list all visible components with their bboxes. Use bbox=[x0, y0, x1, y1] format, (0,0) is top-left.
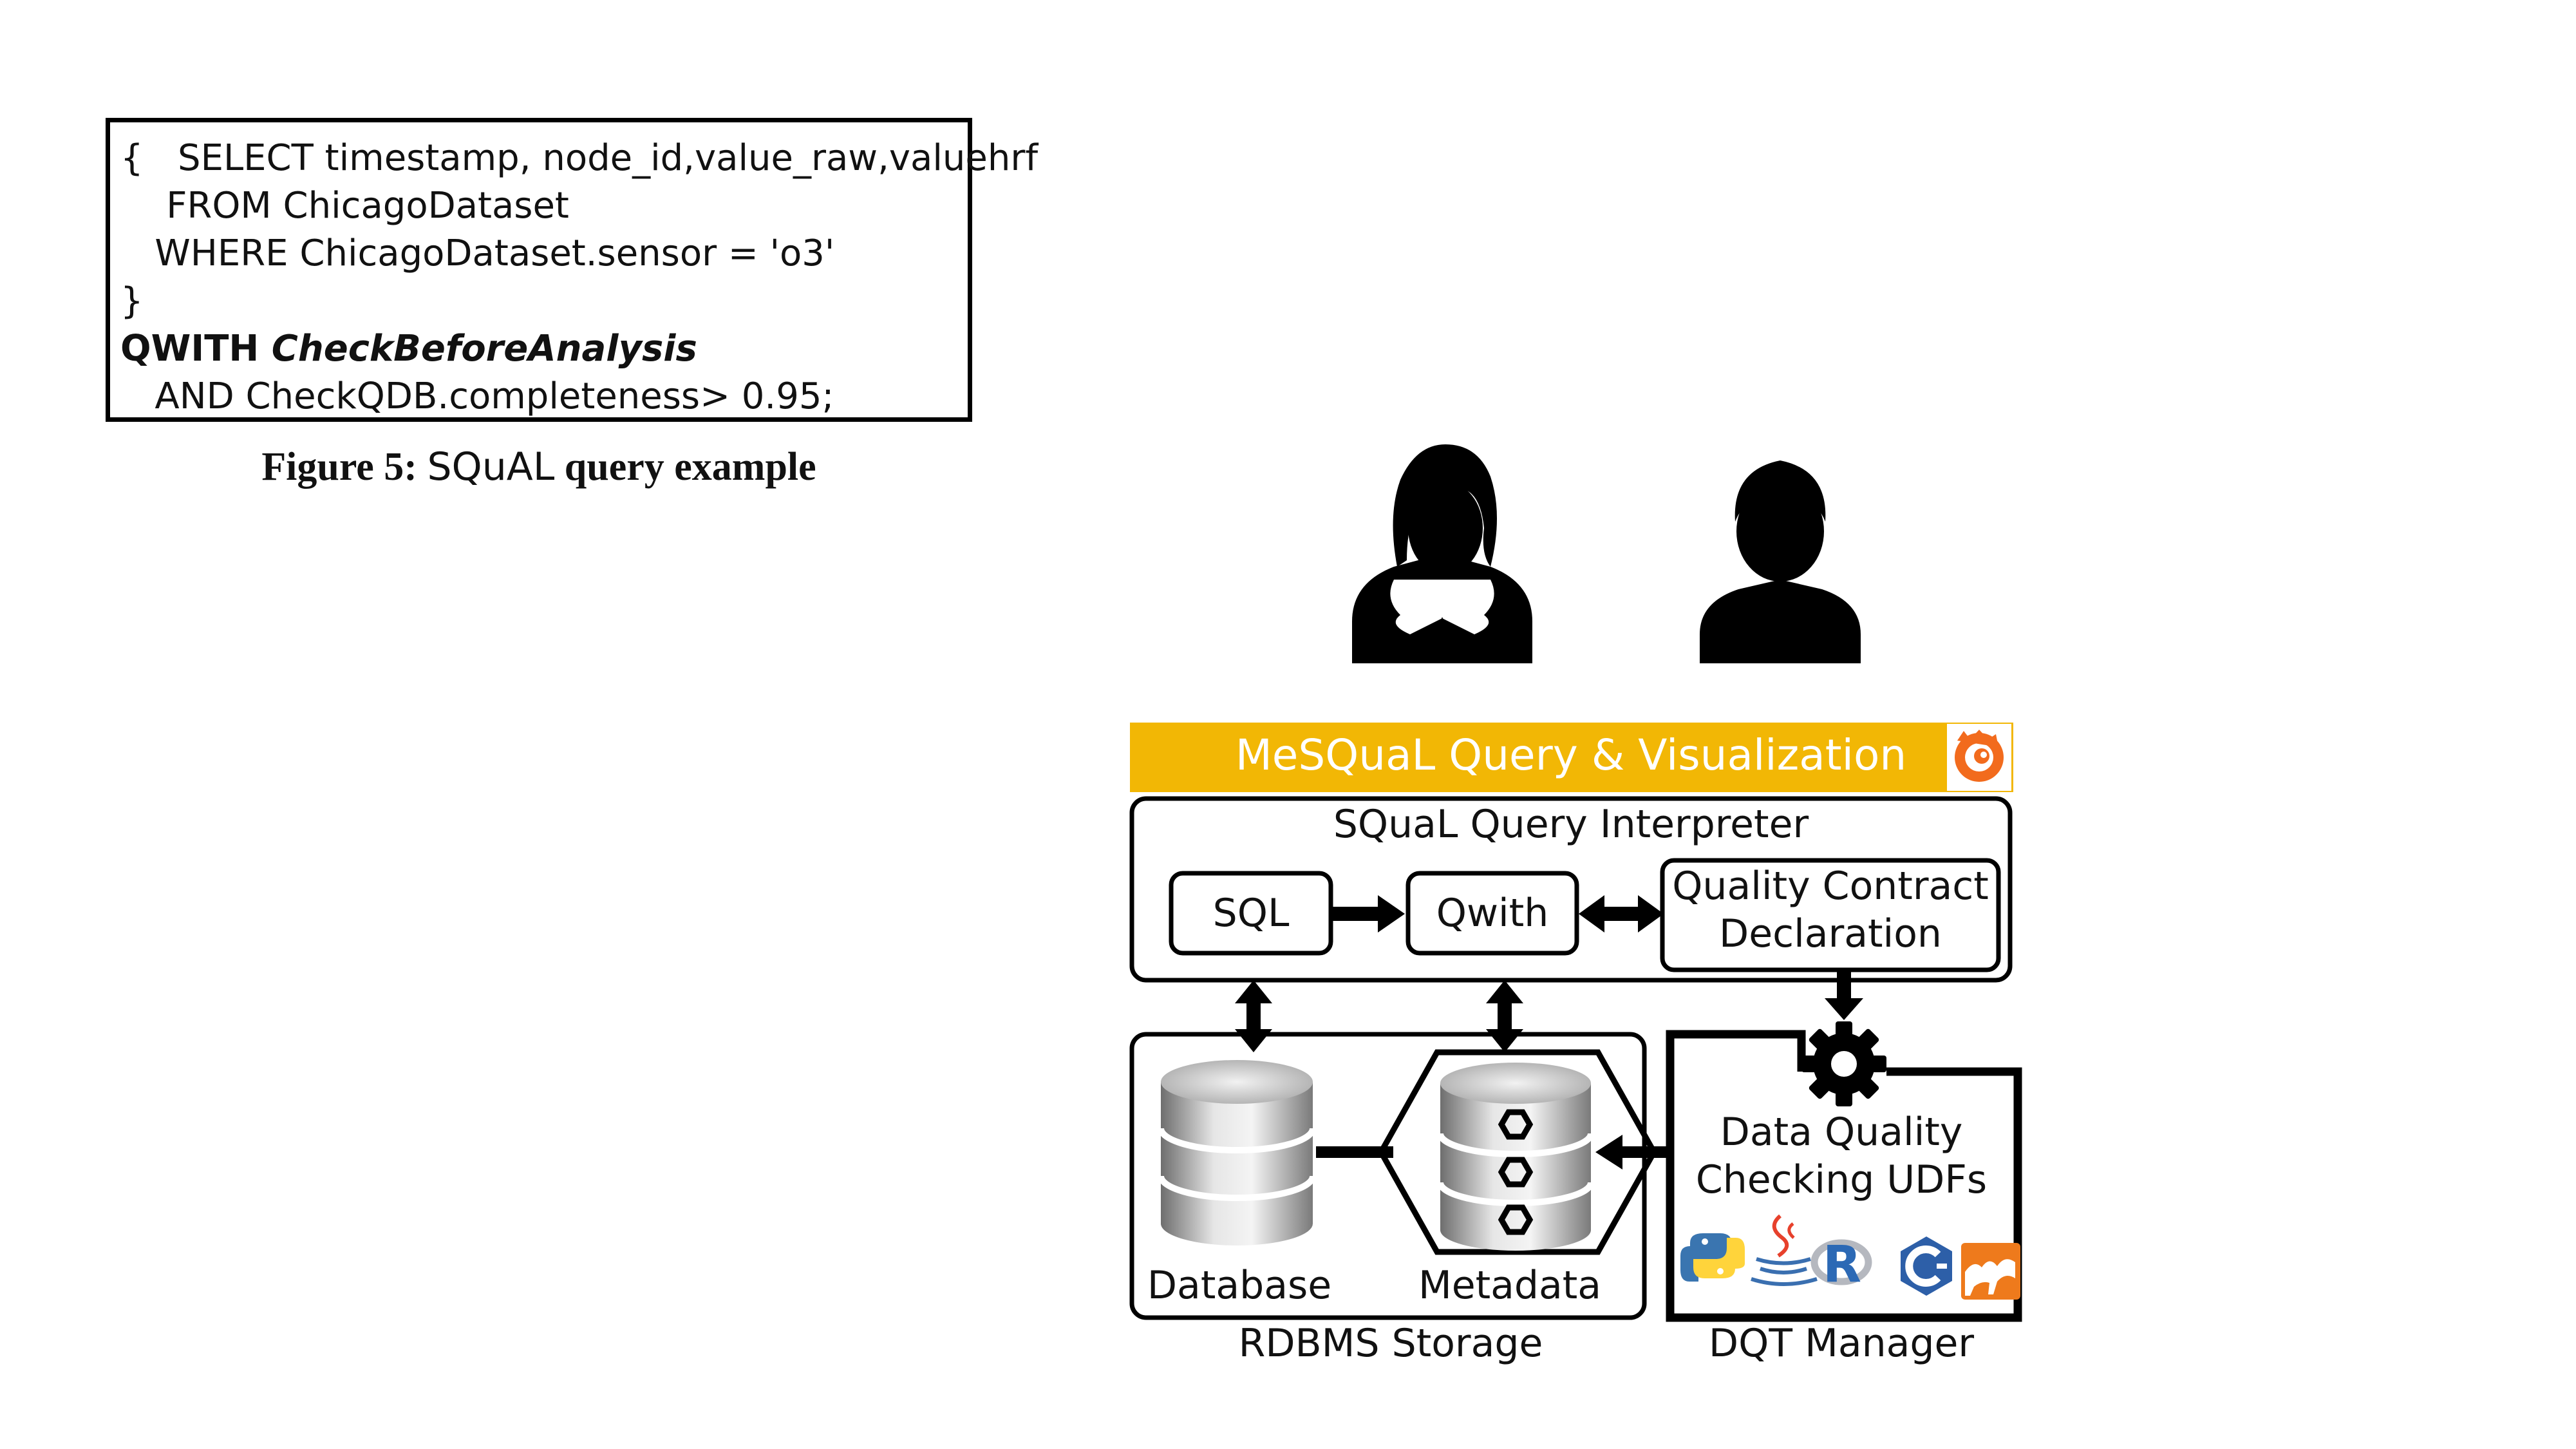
c-icon bbox=[1901, 1236, 1952, 1296]
query-line-6: AND CheckQDB.completeness> 0.95; bbox=[120, 375, 834, 417]
udf-label-1: Data Quality bbox=[1720, 1110, 1963, 1155]
udf-label-2: Checking UDFs bbox=[1695, 1157, 1988, 1202]
rdbms-box bbox=[1129, 1032, 1647, 1320]
qwith-keyword: QWITH bbox=[120, 328, 272, 370]
java-icon bbox=[1751, 1214, 1818, 1286]
arrow-sql-database bbox=[1235, 980, 1272, 1052]
qwith-name: CheckBeforeAnalysis bbox=[271, 328, 697, 370]
caption-sans: SQuAL bbox=[427, 444, 555, 489]
query-line-4: } bbox=[120, 280, 144, 322]
arrow-qwith-metadata bbox=[1486, 980, 1523, 1052]
caption-label: Figure 5: bbox=[261, 445, 417, 489]
qwith-box bbox=[1406, 871, 1579, 956]
qwith-label: Qwith bbox=[1436, 891, 1549, 936]
dqt-label: DQT Manager bbox=[1708, 1321, 1975, 1366]
contract-label-2: Declaration bbox=[1719, 911, 1942, 956]
query-box: { SELECT timestamp, node_id,value_raw,va… bbox=[106, 118, 1038, 422]
query-line-2: FROM ChicagoDataset bbox=[120, 185, 569, 227]
caption-rest: query example bbox=[564, 445, 816, 489]
ocaml-icon bbox=[1961, 1243, 2020, 1300]
arrow-dqt-metadata bbox=[1595, 1135, 1673, 1170]
query-line-3: WHERE ChicagoDataset.sensor = 'o3' bbox=[120, 232, 835, 274]
grafana-icon bbox=[1947, 724, 2011, 791]
r-icon bbox=[1810, 1239, 1872, 1285]
contract-label-1: Quality Contract bbox=[1672, 864, 1989, 909]
query-line-5: QWITH CheckBeforeAnalysis bbox=[120, 331, 697, 367]
interpreter-title: SQuaL Query Interpreter bbox=[1333, 802, 1809, 847]
rdbms-label: RDBMS Storage bbox=[1238, 1321, 1543, 1366]
sql-label: SQL bbox=[1212, 891, 1290, 936]
female-user-icon bbox=[1352, 444, 1532, 663]
r-logo-letter: R bbox=[1822, 1236, 1862, 1294]
contract-box bbox=[1660, 858, 2001, 972]
sql-box bbox=[1169, 871, 1333, 956]
male-user-icon bbox=[1700, 460, 1861, 663]
metadata-db-icon bbox=[1437, 1063, 1594, 1251]
figure-caption: Figure 5: SQuAL query example bbox=[106, 444, 972, 490]
interpreter-box bbox=[1129, 796, 2013, 983]
banner-bar bbox=[1130, 723, 2013, 792]
python-icon bbox=[1680, 1233, 1745, 1282]
arrow-sql-qwith bbox=[1333, 895, 1405, 933]
database-icon bbox=[1158, 1060, 1316, 1245]
query-line-1: { SELECT timestamp, node_id,value_raw,va… bbox=[120, 137, 1039, 179]
connector-db-metadata bbox=[1316, 1146, 1393, 1158]
dqt-box bbox=[1666, 1030, 2022, 1322]
database-label: Database bbox=[1147, 1263, 1332, 1308]
gear-icon bbox=[1801, 1021, 1886, 1106]
banner-title: MeSQuaL Query & Visualization bbox=[1235, 730, 1907, 780]
metadata-label: Metadata bbox=[1418, 1263, 1602, 1308]
arrow-contract-gear bbox=[1825, 971, 1863, 1020]
arrow-qwith-contract bbox=[1579, 895, 1664, 933]
